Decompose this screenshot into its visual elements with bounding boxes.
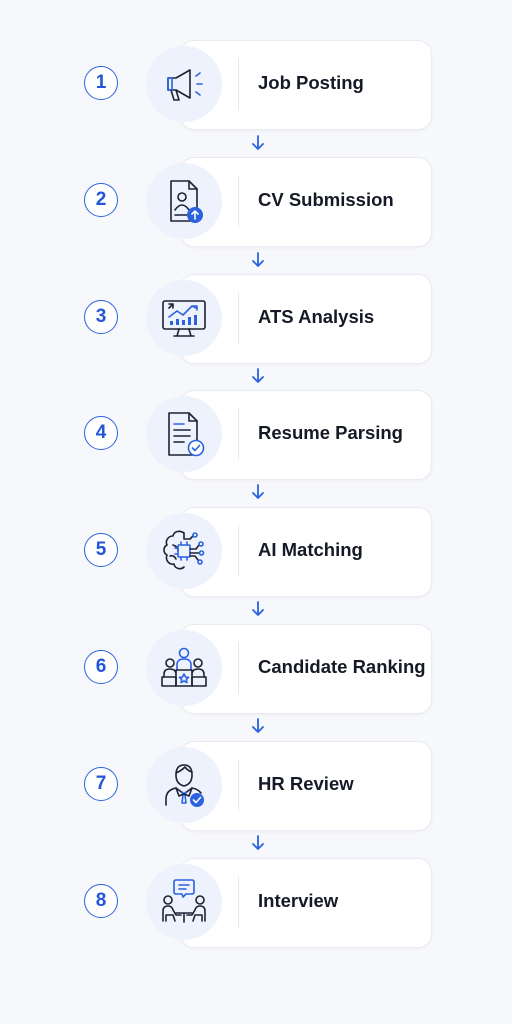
arrow-down-icon: [252, 368, 264, 383]
step-card: [180, 274, 432, 364]
divider: [238, 58, 239, 110]
document-check-icon: [146, 396, 222, 472]
divider: [238, 759, 239, 811]
step-number: 8: [84, 884, 118, 918]
step-job-posting: 1 Job Posting: [0, 40, 512, 130]
divider: [238, 642, 239, 694]
step-card: [180, 40, 432, 130]
hr-reviewer-icon: [146, 747, 222, 823]
divider: [238, 292, 239, 344]
step-card: [180, 157, 432, 247]
arrow-down-icon: [252, 718, 264, 733]
step-candidate-ranking: 6 Candidate Ranking: [0, 624, 512, 714]
divider: [238, 525, 239, 577]
step-label: Resume Parsing: [258, 422, 403, 443]
arrow-down-icon: [252, 252, 264, 267]
step-label: AI Matching: [258, 539, 363, 560]
step-resume-parsing: 4 Resume Parsing: [0, 390, 512, 480]
step-card: [180, 741, 432, 831]
step-number: 2: [84, 183, 118, 217]
interview-icon: [146, 864, 222, 940]
step-ai-matching: 5 AI Matching: [0, 507, 512, 597]
step-number: 1: [84, 66, 118, 100]
analytics-monitor-icon: [146, 280, 222, 356]
step-label: ATS Analysis: [258, 306, 375, 327]
divider: [238, 408, 239, 460]
step-card: [180, 858, 432, 948]
arrow-down-icon: [252, 601, 264, 616]
step-label: HR Review: [258, 773, 354, 794]
step-number: 5: [84, 533, 118, 567]
step-number: 3: [84, 300, 118, 334]
ranking-podium-icon: [146, 630, 222, 706]
step-interview: 8 Interview: [0, 858, 512, 948]
step-label: CV Submission: [258, 189, 394, 210]
megaphone-icon: [146, 46, 222, 122]
step-number: 7: [84, 767, 118, 801]
arrow-down-icon: [252, 835, 264, 850]
step-label: Candidate Ranking: [258, 656, 426, 677]
step-card: [180, 390, 432, 480]
step-cv-submission: 2 CV Submission: [0, 157, 512, 247]
arrow-down-icon: [252, 135, 264, 150]
ai-brain-icon: [146, 513, 222, 589]
step-hr-review: 7 HR Review: [0, 741, 512, 831]
step-label: Interview: [258, 890, 339, 911]
arrow-down-icon: [252, 484, 264, 499]
step-number: 4: [84, 416, 118, 450]
step-number: 6: [84, 650, 118, 684]
cv-upload-icon: [146, 163, 222, 239]
divider: [238, 876, 239, 928]
step-ats-analysis: 3 ATS Analysis: [0, 274, 512, 364]
step-label: Job Posting: [258, 72, 364, 93]
divider: [238, 175, 239, 227]
